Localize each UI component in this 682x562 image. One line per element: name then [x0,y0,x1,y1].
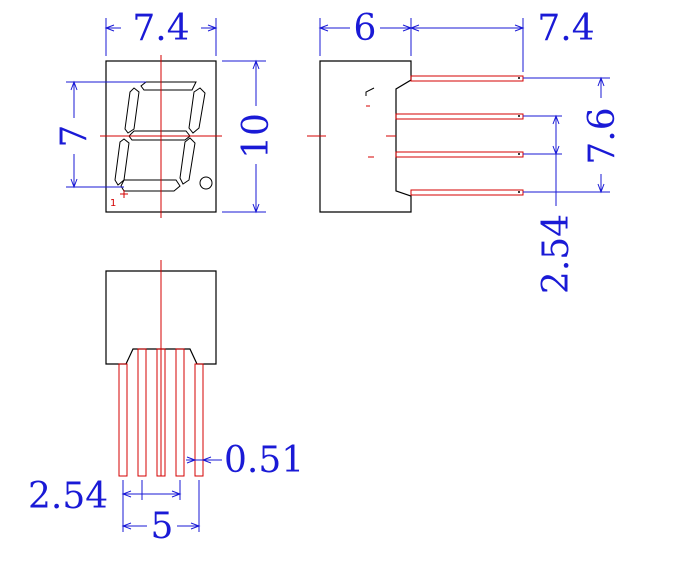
bottom-pin-1 [118,363,128,477]
digit-height-label: 7 [54,125,95,148]
side-view: 6 7.4 7.6 2.54 [307,8,623,294]
pin-dot [518,77,520,79]
segment-b [188,87,206,134]
body-height-label: 10 [236,113,277,159]
bottom-pin-5 [194,363,204,477]
arrow [201,456,212,464]
arrow [514,24,525,32]
arrow [207,24,218,32]
label-bg [238,106,274,164]
label-bg [57,118,91,154]
arrow [597,183,605,194]
segment-f [124,87,140,134]
decimal-point [199,176,213,190]
label-bg [584,98,620,174]
arrow [190,522,201,530]
pin-width-label: 0.51 [224,440,304,481]
arrow [186,456,197,464]
arrow [252,59,260,70]
segment-c [179,137,196,185]
pin-extent-label: 7.4 [537,8,594,49]
label-bg [147,510,177,546]
front-view: 1 7.4 7 10 [54,8,277,218]
arrow [409,24,420,32]
label-bg [528,12,604,46]
side-depth-label: 6 [354,8,377,49]
bottom-pin-2 [137,348,147,477]
arrow [597,76,605,87]
side-pins [395,75,524,196]
bottom-view: 0.51 2.54 5 [28,260,304,547]
side-body [319,60,412,213]
arrow [552,114,560,125]
bottom-pin-3 [156,348,166,477]
row-span-label: 5 [151,506,174,547]
arrow [171,490,182,498]
front-width-label: 7.4 [132,8,189,49]
label-bg [350,12,380,46]
pin-dot [518,153,520,155]
bottom-pitch-label: 2.54 [28,476,108,517]
arrow [70,178,78,189]
side-pin-2 [395,113,524,120]
arrow [252,203,260,214]
segment-e [114,138,130,186]
arrow [552,145,560,156]
segment-a [140,81,197,91]
side-pin-4 [410,189,524,196]
pin1-label: 1 [110,198,116,209]
arrow [70,80,78,91]
pin-dot [518,191,520,193]
digit-segments [114,81,213,192]
side-pin-1 [410,75,524,82]
pin-span-label: 7.6 [582,107,623,164]
bottom-pin-4 [175,348,185,477]
pin-pitch-label: 2.54 [536,214,577,294]
side-inner-mark [365,87,375,96]
arrow [121,490,132,498]
arrow [318,24,329,32]
arrow [121,522,132,530]
label-bg [121,12,201,46]
bottom-body [105,270,217,365]
segment-d [120,179,181,192]
bottom-pins [118,348,204,477]
pin-dot [518,115,520,117]
arrow [104,24,115,32]
side-pin-3 [395,151,524,158]
